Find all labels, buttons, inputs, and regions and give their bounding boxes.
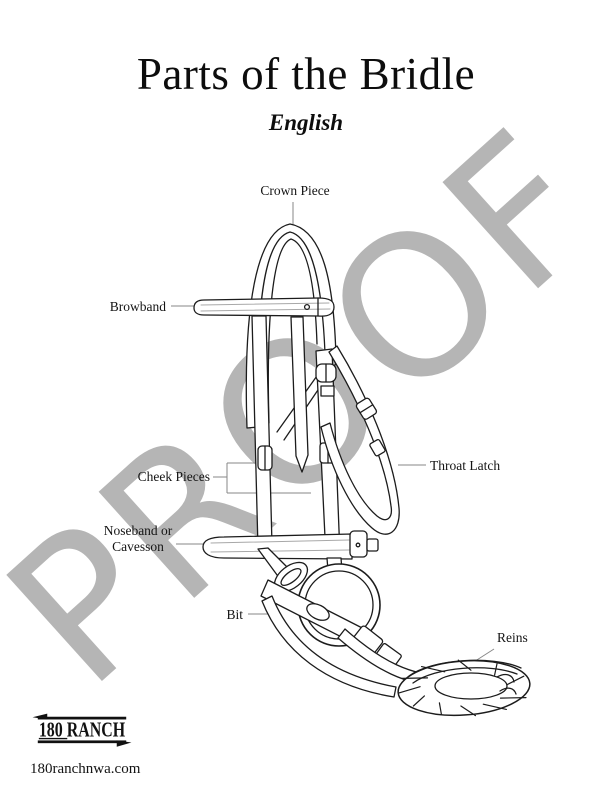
label-noseband-line1: Noseband or xyxy=(103,523,173,538)
label-reins: Reins xyxy=(497,630,528,645)
noseband-art xyxy=(202,530,379,560)
logo-underline-180 xyxy=(38,737,68,740)
middle-billet-art xyxy=(290,316,309,473)
cheek-pieces-bracket xyxy=(213,462,311,494)
label-bit: Bit xyxy=(226,607,243,622)
label-browband: Browband xyxy=(109,299,166,314)
logo-text: 180 RANCH xyxy=(39,718,126,742)
cheek-piece-left-art xyxy=(251,315,273,550)
label-cheek-pieces: Cheek Pieces xyxy=(137,469,210,484)
logo-left-arrow-icon xyxy=(32,713,48,720)
page-title: Parts of the Bridle xyxy=(136,49,476,99)
bridle-line-art xyxy=(193,223,531,717)
website-url: 180ranchnwa.com xyxy=(30,761,141,777)
bit-art xyxy=(257,547,402,667)
label-throat-latch: Throat Latch xyxy=(430,458,501,473)
braid-ticks xyxy=(398,659,527,717)
throat-latch-art xyxy=(320,345,400,535)
ranch-logo: 180 RANCH xyxy=(32,713,132,747)
page-subtitle: English xyxy=(268,110,344,135)
label-noseband: Noseband or Cavesson xyxy=(104,523,173,555)
browband-art xyxy=(193,297,335,317)
rein-coil-art xyxy=(397,659,531,717)
footer: 180 RANCH 180ranchnwa.com xyxy=(30,712,140,778)
label-noseband-line2: Cavesson xyxy=(112,539,164,554)
logo-bottom-bar xyxy=(37,740,127,744)
label-crown-piece: Crown Piece xyxy=(260,183,330,198)
logo-top-bar xyxy=(37,716,127,720)
